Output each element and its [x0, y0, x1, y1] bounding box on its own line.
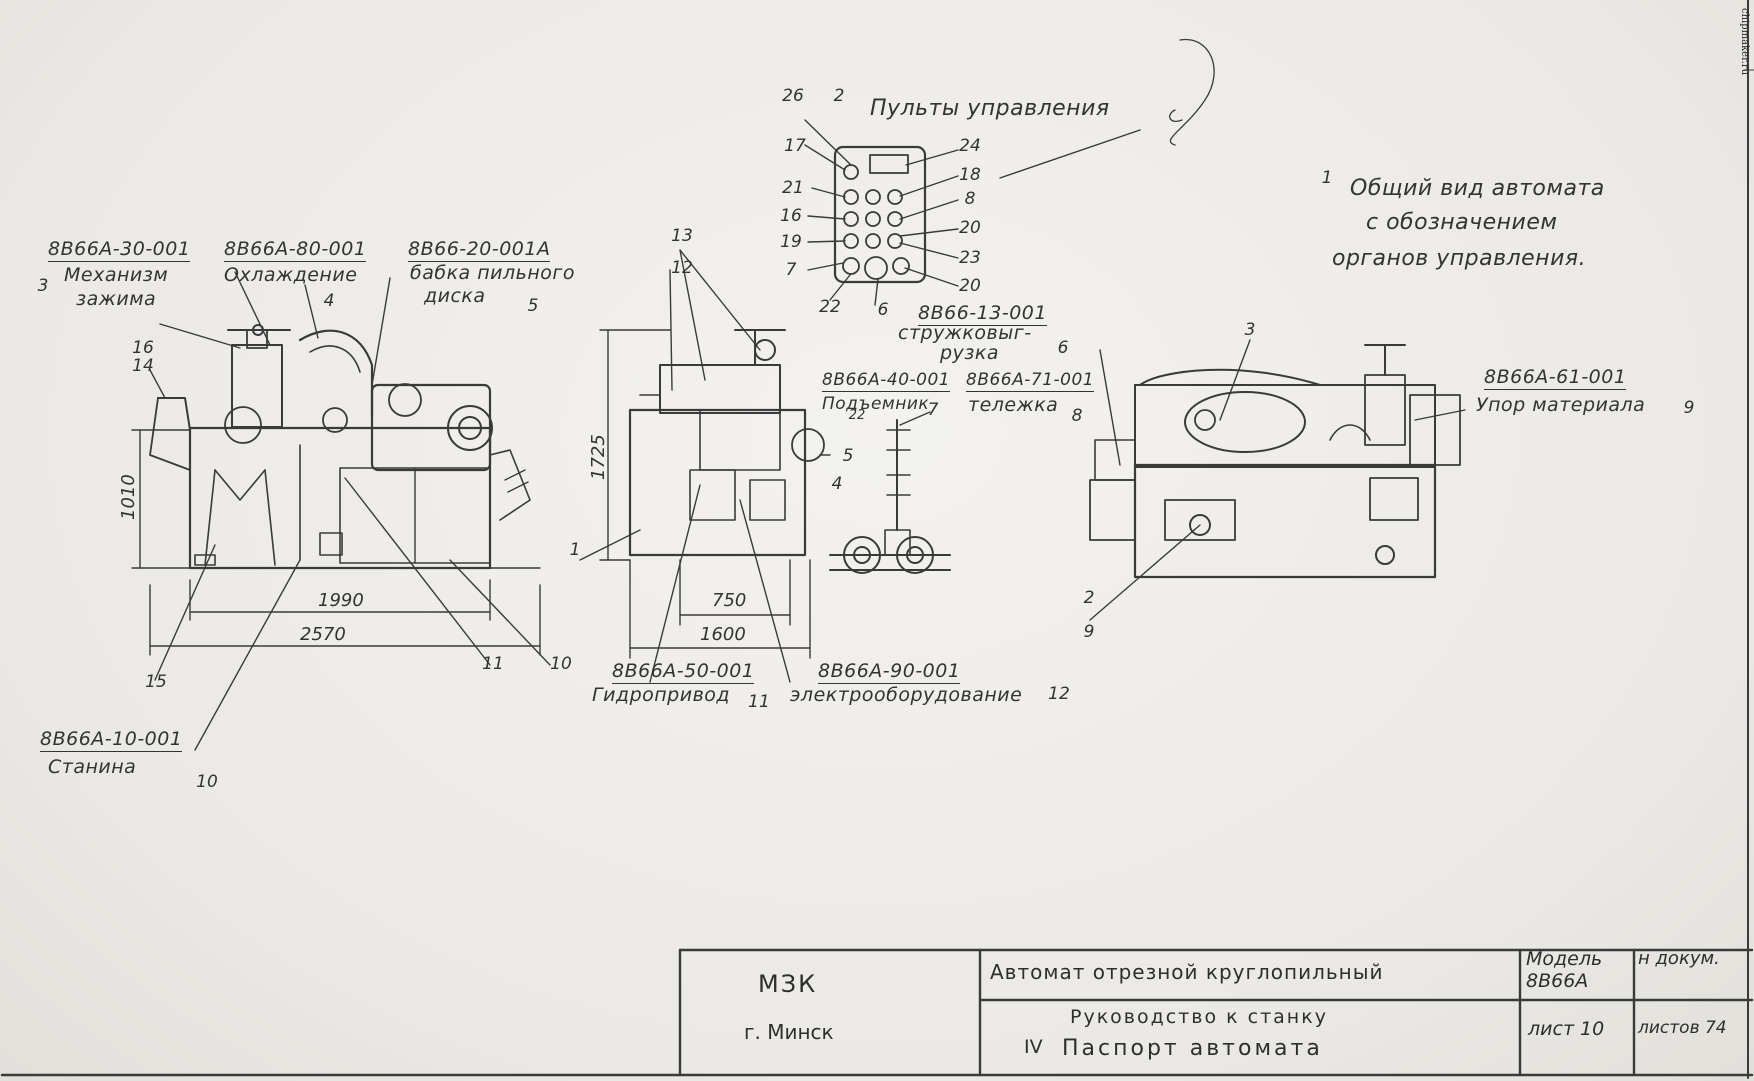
callout: 10: [550, 654, 572, 674]
callout: 15: [145, 672, 167, 692]
assembly-code: 8В66А-10-001: [40, 728, 183, 752]
assembly-num: 4: [323, 291, 335, 311]
panel-btn-label: 19: [780, 232, 802, 252]
dim-front-width-outer: 2570: [300, 624, 346, 645]
assembly-num: 7: [927, 400, 939, 420]
callout: 3: [1244, 320, 1256, 340]
panel-callout-2: 2: [833, 86, 845, 106]
dim-side-width-outer: 1600: [700, 624, 746, 645]
dim-front-height: 1010: [118, 474, 139, 520]
panel-btn-label: 22: [819, 297, 841, 317]
rear-view-machine: [1089, 339, 1466, 621]
title-city: г. Минск: [744, 1020, 834, 1044]
panel-btn-label: 21: [782, 178, 804, 198]
panel-btn-label: 17: [784, 136, 806, 156]
panel-title: Пульты управления: [870, 96, 1110, 121]
assembly-num: 8: [1071, 406, 1083, 426]
callout: 11: [482, 654, 504, 674]
assembly-name: диска: [424, 285, 486, 307]
panel-callout-26: 26: [782, 86, 804, 106]
callout: 9: [1083, 622, 1095, 642]
assembly-name: Гидропривод: [592, 684, 731, 706]
assembly-name: электрооборудование: [790, 684, 1023, 706]
assembly-code: 8В66А-40-001: [822, 370, 951, 392]
general-view-line: органов управления.: [1332, 246, 1587, 271]
assembly-code: 8В66-20-001А: [408, 238, 551, 262]
panel-btn-label: 24: [959, 136, 981, 156]
assembly-code: 8В66А-80-001: [224, 238, 367, 262]
assembly-name: бабка пильного: [410, 262, 576, 284]
panel-btn-label: 18: [959, 165, 981, 185]
callout: 13: [671, 226, 693, 246]
assembly-name: зажима: [76, 288, 157, 310]
title-doc-section: IV: [1024, 1036, 1043, 1058]
panel-btn-label: 8: [964, 189, 976, 209]
dim-side-height: 1725: [588, 434, 609, 480]
title-sheets: листов 74: [1638, 1018, 1727, 1038]
assembly-num: 12: [1048, 684, 1070, 704]
side-view-machine: [579, 249, 831, 683]
watermark: chipmaker.ru: [1739, 8, 1750, 76]
assembly-name: рузка: [940, 342, 1000, 364]
assembly-num: 6: [1057, 338, 1069, 358]
assembly-code: 8В66-13-001: [918, 302, 1047, 326]
title-sheet: лист 10: [1528, 1018, 1605, 1040]
assembly-name: Охлаждение: [224, 264, 358, 286]
callout: 5: [842, 446, 854, 466]
assembly-code: 8В66А-71-001: [966, 370, 1095, 392]
front-view-machine: [131, 271, 551, 751]
assembly-name: Механизм: [64, 264, 169, 286]
assembly-code: 8В66А-30-001: [48, 238, 191, 262]
callout: 22: [848, 408, 866, 423]
title-doc-line1: Руководство к станку: [1070, 1006, 1328, 1028]
panel-btn-label: 20: [959, 276, 981, 296]
panel-btn-label: 20: [959, 218, 981, 238]
panel-btn-label: 16: [780, 206, 802, 226]
control-panel-drawing: [804, 38, 1215, 306]
assembly-name: Подъемник: [822, 394, 930, 414]
assembly-name: Станина: [48, 756, 137, 778]
callout: 4: [831, 474, 843, 494]
lift-cart-drawing: [829, 411, 951, 574]
assembly-code: 8В66А-61-001: [1484, 366, 1627, 390]
assembly-num: 5: [527, 296, 539, 316]
title-org: МЗК: [758, 970, 818, 998]
callout: 14: [132, 356, 154, 376]
callout: 2: [1083, 588, 1095, 608]
title-doc-line2: Паспорт автомата: [1062, 1036, 1323, 1061]
assembly-num: 10: [196, 772, 218, 792]
dim-front-width-inner: 1990: [318, 590, 364, 611]
callout: 16: [132, 338, 154, 358]
panel-btn-label: 23: [959, 248, 981, 268]
general-view-line: с обозначением: [1366, 210, 1558, 235]
title-model-label: Модель: [1526, 948, 1603, 970]
assembly-name: Упор материала: [1476, 394, 1646, 416]
assembly-code: 8В66А-50-001: [612, 660, 755, 684]
panel-btn-label: 6: [877, 300, 889, 320]
title-block-frame: [678, 948, 1754, 1077]
assembly-num: 9: [1683, 398, 1695, 418]
general-view-num: 1: [1321, 168, 1333, 188]
panel-btn-label: 7: [785, 260, 797, 280]
callout: 1: [569, 540, 581, 560]
assembly-code: 8В66А-90-001: [818, 660, 961, 684]
assembly-num: 3: [37, 276, 49, 296]
assembly-name: стружковыг-: [898, 322, 1032, 344]
general-view-line: Общий вид автомата: [1350, 176, 1605, 201]
assembly-num: 11: [748, 692, 770, 712]
assembly-name: тележка: [968, 394, 1059, 416]
title-product: Автомат отрезной круглопильный: [990, 960, 1384, 984]
dim-side-width-inner: 750: [712, 590, 747, 611]
callout: 12: [671, 258, 693, 278]
title-model-value: 8В66А: [1526, 970, 1589, 992]
title-docnum-label: н докум.: [1638, 948, 1720, 969]
